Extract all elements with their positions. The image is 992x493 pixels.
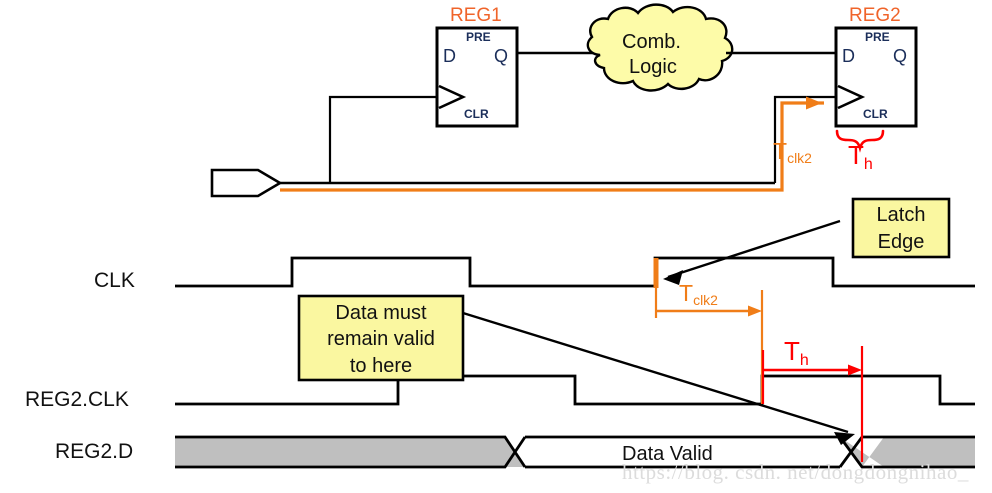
th-measure-sub: h [799,352,809,369]
reg2-clr-label: CLR [863,107,888,121]
latch-edge-line2: Edge [877,231,925,253]
latch-edge-leader-line [667,219,841,279]
reg2-q-label: Q [893,46,908,66]
row-label-reg2-d: REG2.D [55,440,134,463]
data-valid-waveform-label: Data Valid [622,443,713,465]
tclk2-measure-sub: clk2 [693,292,718,308]
reg2-d-invalid-segment-left-fill [175,437,525,467]
reg1-clock-triangle-icon [438,84,467,110]
reg1-q-label: Q [494,46,509,66]
tclk2-highlight-arrowhead [806,96,822,110]
data-valid-line2: remain valid [327,328,435,351]
tclk2-label-sub: clk2 [787,150,812,166]
data-valid-leader-line [462,311,849,434]
reg2-d-invalid-segment-right-fill [840,437,975,467]
data-valid-callout-box [297,294,465,382]
data-valid-leader-arrowhead [834,432,855,445]
tclk2-measure-arrowhead [748,305,762,317]
reg2-d-valid-segment [525,435,840,469]
reg1-clock-branch-wire [328,95,437,183]
reg1-box [435,26,519,128]
tclk2-label-schematic: Tclk2 [773,138,812,166]
tclk2-measure-label: Tclk2 [679,280,718,308]
reg1-title: REG1 [450,5,502,26]
th-measure-label: Th [784,336,809,370]
comb-logic-cloud [586,3,734,92]
tclk2-measure-main: T [679,280,694,306]
data-valid-callout-text: Data must remain valid to here [299,300,463,379]
tclk2-highlight-path [280,101,824,192]
reg2-box [834,26,918,128]
reg2-clk-waveform [175,374,975,406]
reg1-pre-label: PRE [466,30,491,44]
reg2-d-invalid-segment-right-outline [838,435,975,469]
data-valid-line1: Data must [335,302,427,324]
watermark-text: https://blog. csdn. net/dongdongnihao_ [622,460,969,484]
th-label-schematic: Th [848,140,873,174]
comb-logic-line2: Logic [629,56,677,78]
th-measure-main: T [784,336,800,366]
clk-waveform [175,256,975,288]
latch-edge-line1: Latch [876,204,926,226]
reg2-d-label: D [842,46,855,66]
latch-edge-callout-box [851,197,951,259]
row-label-reg2-clk: REG2.CLK [25,388,129,411]
reg1-d-label: D [443,46,456,66]
reg1-clr-label: CLR [464,107,489,121]
th-brace-schematic [835,129,885,153]
reg2-pre-label: PRE [865,30,890,44]
latch-edge-leader-arrowhead [663,270,683,285]
th-label-sub: h [863,156,873,173]
tclk2-label-main: T [773,138,788,164]
clock-source-symbol [210,168,283,198]
row-label-clk: CLK [94,269,135,292]
data-valid-line3: to here [349,354,413,377]
reg2-title: REG2 [849,5,901,26]
th-measure-arrowhead [848,364,862,376]
comb-logic-line1: Comb. [622,31,681,53]
latch-edge-callout-text: Latch Edge [853,202,949,256]
reg2-d-invalid-segment-left-outline [175,435,527,469]
reg2-clock-branch-wire [773,95,836,183]
th-label-main: T [848,140,864,170]
reg2-clock-triangle-icon [837,84,866,110]
